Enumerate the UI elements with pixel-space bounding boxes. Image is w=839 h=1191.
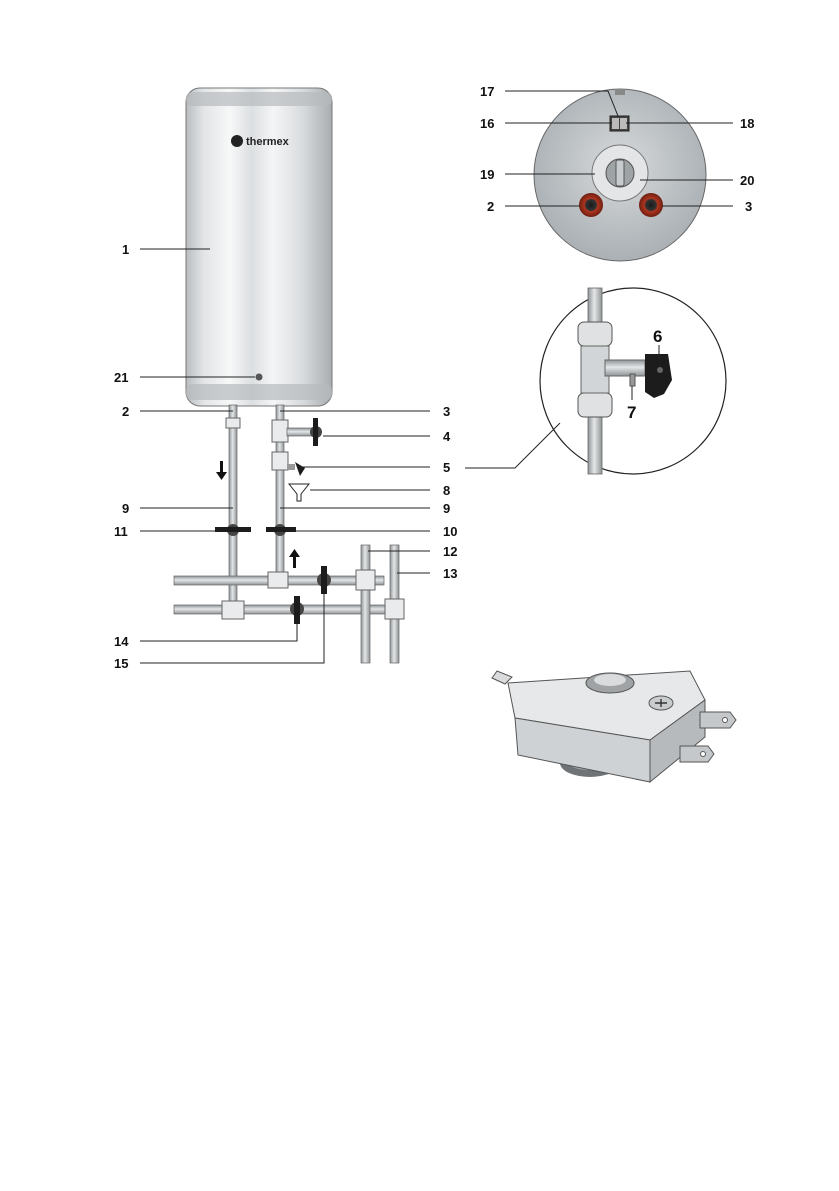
drain-funnel-icon [287,483,311,502]
label-19: 19 [480,167,494,182]
label-8: 8 [443,483,450,498]
label-7: 7 [627,403,636,422]
water-heater-tank: thermex [185,87,333,407]
detail-labels: 6 7 [627,327,662,422]
arrow-down-icon [216,461,227,480]
label-5: 5 [443,460,450,475]
label-3: 3 [443,404,450,419]
bottom-labels: 17 16 18 19 20 2 3 [480,84,754,214]
thermostat-knob [591,144,649,202]
label-12: 12 [443,544,457,559]
valve-14-icon [290,596,304,624]
label-17: 17 [480,84,494,99]
detail-leader-lines [465,345,660,469]
terminal-tab-upper [699,711,737,729]
label-21: 21 [114,370,128,385]
thermostat-photo [488,670,737,787]
label-9-left: 9 [122,501,129,516]
indicator-lamp [255,373,263,381]
flow-arrows [216,461,300,568]
label-4: 4 [443,429,451,444]
bottom-leader-lines [505,90,733,207]
tank-bottom-view [533,88,707,262]
main-leader-lines [140,248,430,664]
valve-4-icon [310,418,322,446]
label-18: 18 [740,116,754,131]
label-2: 2 [122,404,129,419]
valve-11-icon [215,524,251,536]
label-6: 6 [653,327,662,346]
valve-15-icon [317,566,331,594]
label-10: 10 [443,524,457,539]
terminal-tab-lower [679,745,715,763]
label-16: 16 [480,116,494,131]
label-20: 20 [740,173,754,188]
valve-5-icon [295,462,305,476]
cold-inlet-fitting [579,193,603,217]
label-14: 14 [114,634,129,649]
label-11: 11 [114,524,128,539]
brand-logo: thermex [231,135,290,148]
label-3-bottom: 3 [745,199,752,214]
label-1: 1 [122,242,129,257]
hot-outlet-fitting [639,193,663,217]
label-9-right: 9 [443,501,450,516]
screw-icon [648,695,674,711]
label-15: 15 [114,656,128,671]
label-2-bottom: 2 [487,199,494,214]
arrow-up-icon [289,549,300,568]
valves [215,418,331,624]
main-labels: 1 21 2 3 4 5 8 9 9 11 10 12 13 14 15 [114,242,457,671]
brand-logo-text: thermex [246,136,290,148]
safety-valve-detail [539,287,727,475]
pipework [173,404,405,664]
valve-10-icon [266,524,296,536]
label-13: 13 [443,566,457,581]
safety-valve-lever-icon [645,354,672,398]
